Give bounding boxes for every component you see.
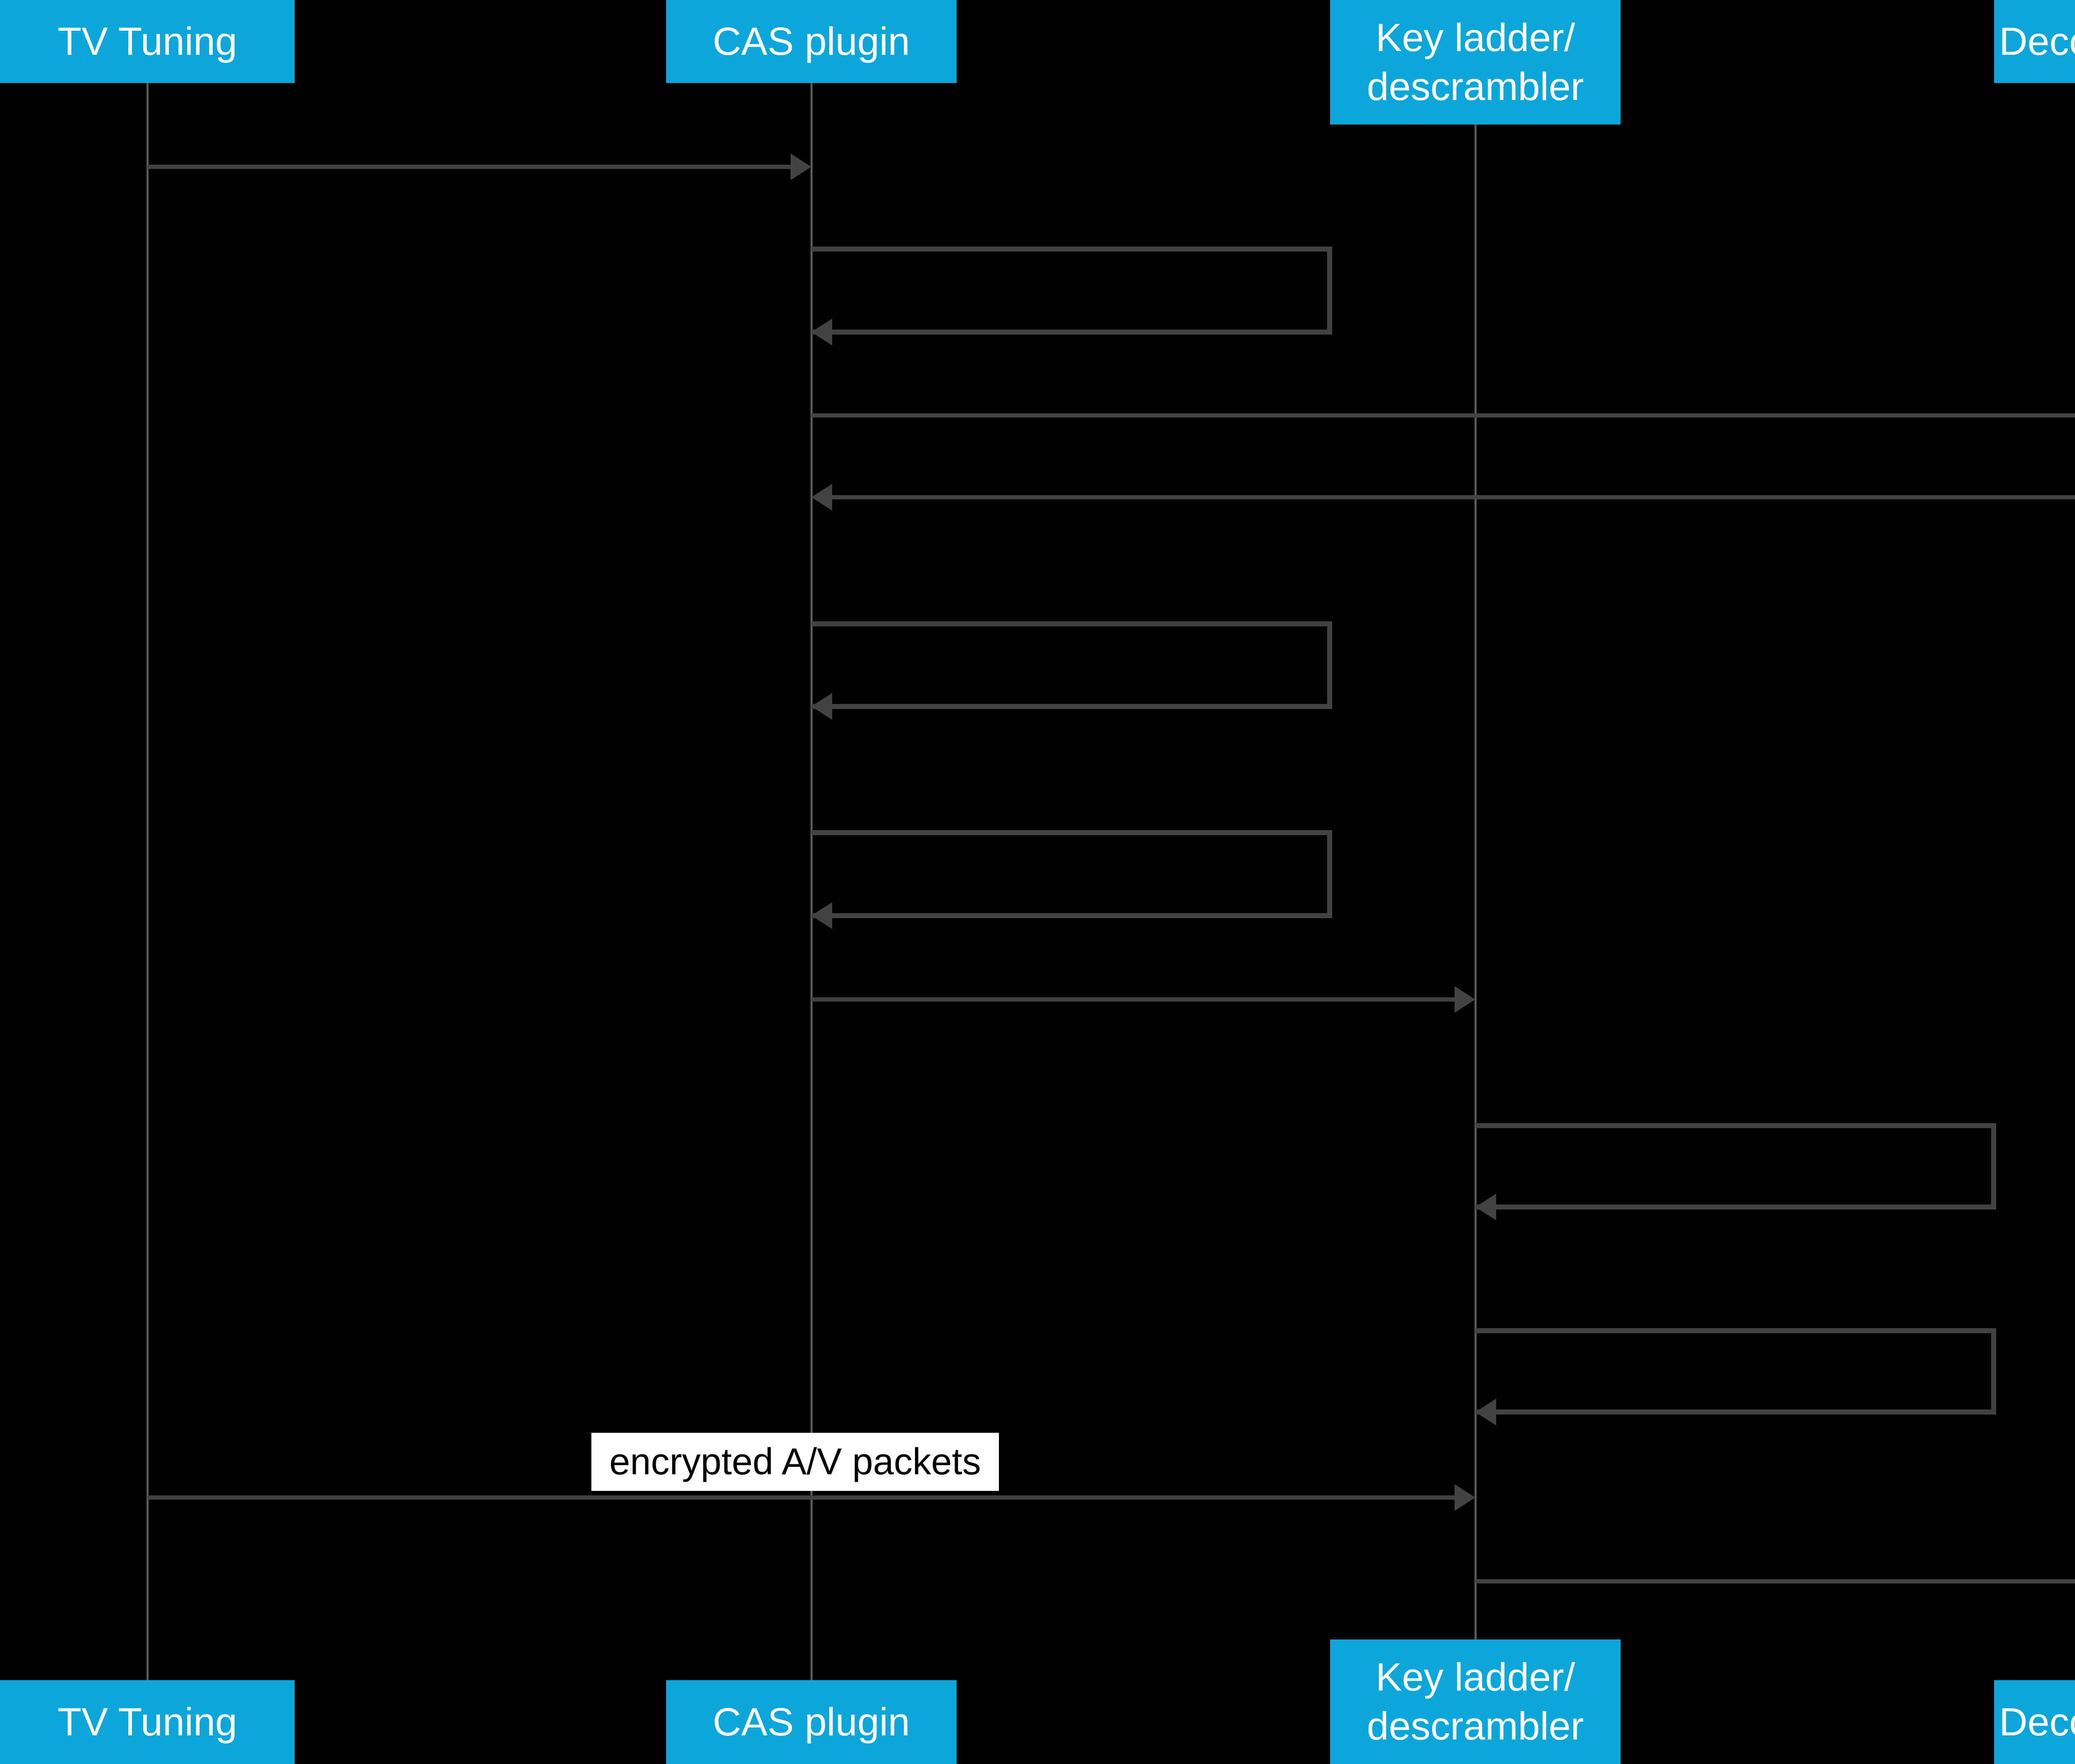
self-message-box-4 [811, 621, 1332, 709]
participant-bottom-tv-tuning: TV Tuning [0, 1680, 295, 1764]
message-arrowhead-3 [811, 484, 832, 511]
message-arrow-line-10 [1475, 1579, 2075, 1583]
lifeline-key-ladder [1474, 125, 1477, 1639]
participant-top-cas-plugin: CAS plugin [666, 0, 957, 83]
message-arrow-line-6 [811, 997, 1455, 1002]
message-arrowhead-0 [791, 154, 811, 180]
participant-top-key-ladder: Key ladder/ descrambler [1330, 0, 1621, 125]
self-message-arrowhead-1 [811, 319, 832, 345]
self-message-arrowhead-4 [811, 693, 832, 720]
message-label-encrypted-av-packets: encrypted A/V packets [591, 1433, 999, 1491]
lifeline-cas-plugin [810, 83, 813, 1680]
message-arrowhead-6 [1455, 986, 1475, 1013]
message-arrow-line-3 [832, 495, 2075, 499]
message-arrow-line-9 [147, 1495, 1455, 1500]
self-message-box-1 [811, 247, 1332, 335]
message-arrowhead-9 [1455, 1484, 1475, 1511]
self-message-arrowhead-7 [1475, 1194, 1496, 1220]
participant-bottom-key-ladder: Key ladder/ descrambler [1330, 1639, 1621, 1764]
participant-top-decode-display: Decode, display [1994, 0, 2075, 83]
self-message-box-5 [811, 830, 1332, 918]
message-arrow-line-2 [811, 413, 2075, 418]
participant-bottom-cas-plugin: CAS plugin [666, 1680, 957, 1764]
participant-top-tv-tuning: TV Tuning [0, 0, 295, 83]
message-arrow-line-0 [147, 165, 791, 169]
self-message-arrowhead-8 [1475, 1399, 1496, 1425]
self-message-box-8 [1475, 1328, 1996, 1415]
self-message-box-7 [1475, 1123, 1996, 1209]
participant-bottom-decode-display: Decode, display [1994, 1680, 2075, 1764]
lifeline-tv-tuning [146, 83, 149, 1680]
self-message-arrowhead-5 [811, 902, 832, 929]
